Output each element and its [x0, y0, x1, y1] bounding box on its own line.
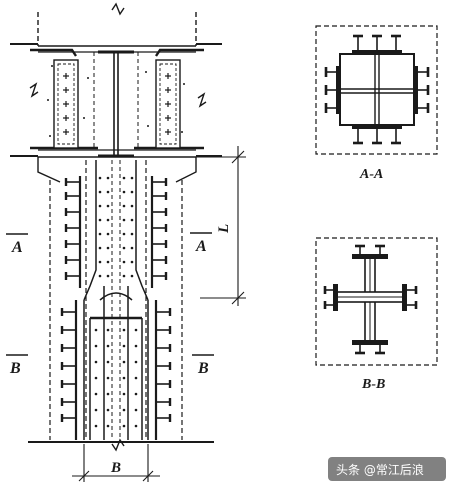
- concrete-dot: [106, 328, 110, 332]
- concrete-dot: [106, 376, 110, 380]
- concrete-dot: [98, 232, 102, 236]
- section-markers: [6, 232, 214, 356]
- core-dots: [94, 176, 138, 428]
- concrete-dot: [106, 260, 110, 264]
- concrete-dot: [98, 260, 102, 264]
- concrete-dot: [106, 232, 110, 236]
- concrete-dot: [98, 190, 102, 194]
- beam-slab-zone: [10, 43, 222, 183]
- concrete-dot: [122, 260, 126, 264]
- concrete-dot: [134, 360, 138, 364]
- section-a-right-label: A: [195, 238, 207, 255]
- concrete-dot: [122, 376, 126, 380]
- concrete-dot: [122, 232, 126, 236]
- concrete-dot: [130, 190, 134, 194]
- concrete-dot: [106, 408, 110, 412]
- concrete-dot: [130, 204, 134, 208]
- steel-section-upper: [93, 50, 139, 158]
- caption-a-a: A-A: [359, 167, 383, 182]
- section-a-a: [315, 25, 438, 155]
- concrete-dot: [106, 392, 110, 396]
- concrete-dot: [130, 232, 134, 236]
- concrete-dot: [122, 392, 126, 396]
- concrete-dot: [106, 176, 110, 180]
- concrete-dot: [98, 176, 102, 180]
- concrete-dot: [106, 190, 110, 194]
- column-elevation: [10, 2, 222, 452]
- concrete-dot: [94, 376, 98, 380]
- concrete-dot: [122, 424, 126, 428]
- concrete-dot: [130, 260, 134, 264]
- concrete-dot: [106, 218, 110, 222]
- concrete-dot: [122, 344, 126, 348]
- concrete-dot: [98, 274, 102, 278]
- concrete-dot: [134, 376, 138, 380]
- concrete-dot: [122, 246, 126, 250]
- stud-marks: [63, 73, 171, 135]
- concrete-dot: [122, 274, 126, 278]
- concrete-dot: [122, 176, 126, 180]
- concrete-dot: [94, 392, 98, 396]
- concrete-dot: [130, 274, 134, 278]
- concrete-dot: [98, 204, 102, 208]
- section-a-left-label: A: [11, 239, 23, 256]
- concrete-dot: [106, 204, 110, 208]
- concrete-dot: [98, 218, 102, 222]
- concrete-dot: [94, 344, 98, 348]
- concrete-dot: [134, 424, 138, 428]
- concrete-dot: [134, 328, 138, 332]
- concrete-dot: [130, 176, 134, 180]
- concrete-dot: [94, 408, 98, 412]
- dimension-b-label: B: [110, 460, 121, 476]
- column-rebars: [74, 176, 158, 440]
- dimension-b: [72, 444, 160, 482]
- concrete-dot: [122, 408, 126, 412]
- lower-column-outline: [49, 160, 183, 440]
- concrete-dot: [122, 218, 126, 222]
- concrete-dot: [106, 274, 110, 278]
- section-b-right-label: B: [197, 360, 209, 377]
- dimension-l: [186, 146, 246, 306]
- watermark: 头条 @常江后浪: [328, 457, 446, 481]
- concrete-dot: [122, 328, 126, 332]
- concrete-dot: [122, 190, 126, 194]
- concrete-dot: [130, 246, 134, 250]
- concrete-dot: [134, 392, 138, 396]
- section-b-b: [315, 237, 438, 366]
- concrete-dot: [106, 360, 110, 364]
- caption-b-b: B-B: [361, 377, 385, 392]
- concrete-dot: [98, 246, 102, 250]
- concrete-dot: [94, 328, 98, 332]
- watermark-text: 头条 @常江后浪: [336, 462, 424, 477]
- concrete-dot: [134, 344, 138, 348]
- shear-studs: [60, 178, 172, 422]
- concrete-dot: [130, 218, 134, 222]
- concrete-dot: [134, 408, 138, 412]
- steel-section-lower: [83, 160, 149, 440]
- concrete-dot: [122, 204, 126, 208]
- beam-zone-fill: [47, 65, 185, 137]
- concrete-dot: [94, 424, 98, 428]
- concrete-dot: [94, 360, 98, 364]
- section-b-left-label: B: [9, 360, 21, 377]
- concrete-dot: [106, 246, 110, 250]
- concrete-dot: [106, 344, 110, 348]
- dimension-l-label: L: [216, 224, 232, 234]
- concrete-dot: [122, 360, 126, 364]
- concrete-dot: [106, 424, 110, 428]
